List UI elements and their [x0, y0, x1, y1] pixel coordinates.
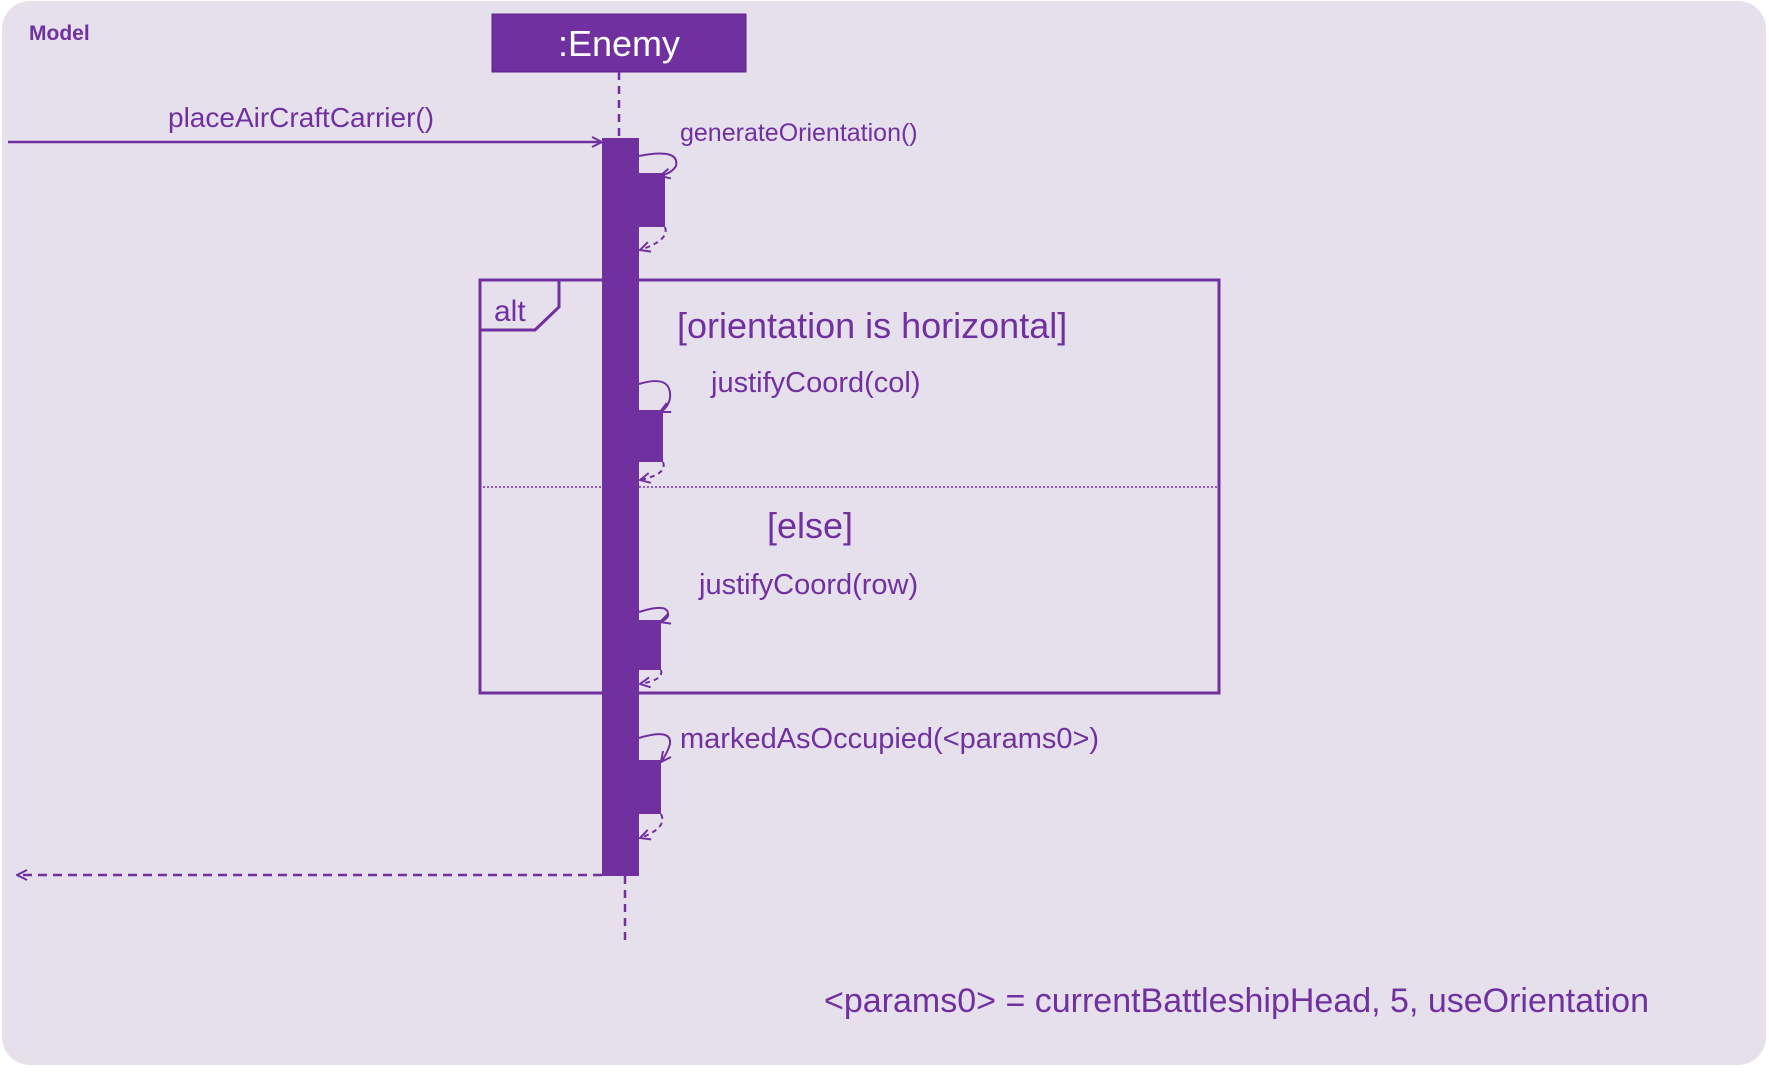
alt-fragment: [478, 278, 1221, 695]
frame-label: Model: [29, 22, 90, 45]
params-note: <params0> = currentBattleshipHead, 5, us…: [824, 982, 1649, 1020]
message-incoming-label: placeAirCraftCarrier(): [168, 102, 434, 133]
activation-bar-generate: [639, 173, 665, 227]
lifeline-name: :Enemy: [558, 23, 680, 64]
alt-operator-box: [480, 278, 561, 332]
self-call-justify-row-arrow: [638, 606, 668, 622]
self-call-mark-arrow: [638, 733, 670, 762]
message-mark-label: markedAsOccupied(<params0>): [680, 723, 1099, 755]
message-justify-col-label: justifyCoord(col): [710, 367, 921, 399]
activation-bar-justify-row: [639, 620, 661, 670]
lifeline-header[interactable]: [491, 13, 747, 73]
activation-bar-justify-col: [639, 410, 663, 462]
message-justify-row-label: justifyCoord(row): [698, 569, 918, 601]
return-justify-col-arrow: [640, 461, 665, 480]
alt-operator-label: alt: [494, 295, 526, 328]
self-call-generate-arrow: [638, 152, 678, 176]
return-generate-arrow: [640, 226, 667, 250]
activation-bar-mark: [639, 760, 661, 814]
message-generate-label: generateOrientation(): [680, 119, 918, 147]
self-call-justify-col-arrow: [638, 380, 670, 412]
alt-guard-else: [else]: [767, 505, 853, 546]
return-justify-row-arrow: [640, 669, 663, 684]
activation-bar-main: [602, 138, 639, 876]
alt-guard-horizontal: [orientation is horizontal]: [677, 305, 1067, 346]
return-mark-arrow: [640, 813, 664, 838]
